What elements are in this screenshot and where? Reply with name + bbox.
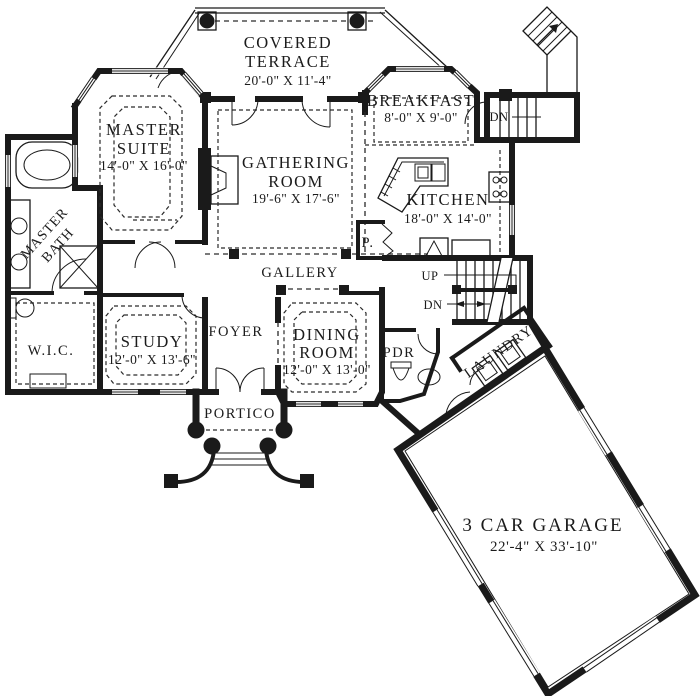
exterior-walls [5,66,550,438]
pedestal-sink [390,361,412,369]
svg-text:SUITE: SUITE [117,139,171,158]
dims-kitchen: 18'-0" X 14'-0" [404,211,492,226]
cooktop [414,163,432,182]
svg-text:LAUNDRY: LAUNDRY [461,322,536,381]
curved-step [173,447,217,485]
label-kitchen: KITCHEN [407,190,490,209]
dims-study: 12'-0" X 13'-6" [108,352,196,367]
dims-gathering-room: 19'-6" X 17'-6" [252,191,340,206]
vanity [7,199,31,289]
label-gallery: GALLERY [261,265,338,281]
covered-terrace-structure [149,7,478,93]
gallery-column [276,285,286,295]
range [419,237,449,258]
label-laundry: LAUNDRY [461,322,536,381]
dims-covered-terrace: 20'-0" X 11'-4" [244,73,331,88]
shower [59,245,99,289]
label-pantry: P. [361,235,374,251]
stair-labels: UP DN DN [422,110,541,312]
windows [4,65,516,408]
counter [451,239,491,258]
doors [51,70,471,415]
label-foyer: FOYER [208,324,263,340]
pantry-closet [356,220,385,260]
gallery-column [339,285,349,295]
portico-structure [164,388,314,488]
label-study: STUDY [121,332,184,351]
label-pdr: PDR [383,345,416,361]
dims-dining-room: 12'-0" X 13'-0" [283,362,371,377]
kitchen-fixtures [356,157,511,260]
dims-breakfast: 8'-0" X 9'-0" [384,110,458,125]
label-wic: W.I.C. [28,343,75,359]
garage-structure [393,343,700,696]
label-gathering-room: GATHERING [242,153,350,172]
label-up: UP [422,269,439,283]
portico-column [187,421,205,439]
label-breakfast: BREAKFAST [367,91,476,110]
portico-column [259,437,277,455]
svg-text:ROOM: ROOM [299,343,355,362]
double-oven [488,171,511,203]
sink [10,217,28,235]
label-master-bath: MASTER BATH [18,205,77,265]
gallery-column [341,249,351,259]
dims-master-suite: 14'-0" X 16'-0" [100,158,188,173]
wic-dresser [29,373,67,389]
label-dining-room: DINING [293,325,361,344]
sink [10,253,28,271]
dims-garage: 22'-4" X 33'-10" [490,539,598,555]
portico-column [203,437,221,455]
tub [15,141,79,189]
svg-text:ROOM: ROOM [268,172,324,191]
stair-direction-arrow [549,24,558,33]
terrace-column [347,11,367,31]
terrace-column [197,11,217,31]
label-master-suite: MASTER [106,120,182,139]
label-dn-rear: DN [489,110,508,124]
label-portico: PORTICO [204,406,276,422]
fireplace [198,148,239,210]
label-garage: 3 CAR GARAGE [462,515,623,536]
gallery-openings [200,92,428,366]
curved-step [263,447,307,485]
main-stairs [444,257,521,323]
pdr-fixtures [390,361,441,386]
toilet [417,368,441,386]
kitchen-island [377,157,449,213]
gallery-column [229,249,239,259]
ceiling-dashes [15,95,501,393]
portico-column [275,421,293,439]
label-dn: DN [423,298,442,312]
rear-stairs [464,6,580,143]
svg-text:TERRACE: TERRACE [245,52,331,71]
label-covered-terrace: COVERED [244,33,332,52]
